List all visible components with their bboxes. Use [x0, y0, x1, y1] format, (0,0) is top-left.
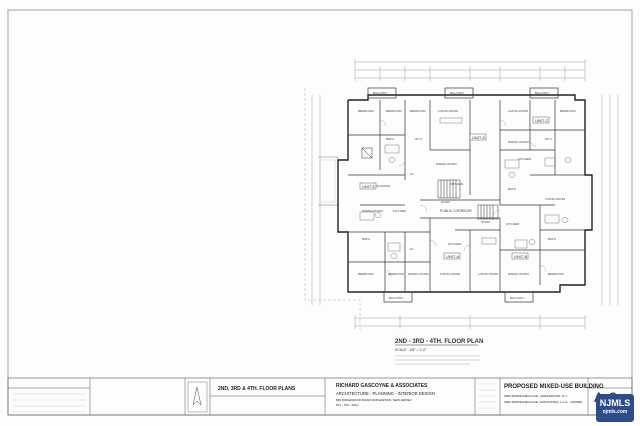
- room-label-living-5: LIVING ROOM: [478, 272, 499, 276]
- room-label-balcony-1: BALCONY: [373, 91, 387, 95]
- room-label-living-1: LIVING ROOM: [438, 109, 459, 113]
- room-label-stair-2: STAIR: [481, 220, 490, 224]
- stamp-box: [187, 381, 208, 413]
- firm-address: 806 RIDGEWOOD ROAD MAPLEWOOD, NEW JERSEY: [336, 398, 413, 402]
- interior-walls: [348, 100, 585, 292]
- room-label-dining-4: DINING ROOM: [408, 272, 429, 276]
- dimension-ticks: [354, 59, 586, 329]
- room-label-kitchen-4: KITCHEN: [448, 242, 461, 246]
- room-label-dining-1: DINING ROOM: [436, 162, 457, 166]
- unit-tags: [359, 116, 550, 260]
- njmls-watermark: NJMLS njmls.com: [596, 394, 634, 422]
- watermark-site: njmls.com: [602, 409, 628, 415]
- room-label-closet-2: CL.: [410, 247, 415, 251]
- drawing-title: 2ND, 3RD & 4TH. FLOOR PLANS: [218, 386, 296, 392]
- room-label-kitchen-5: KITCHEN: [506, 222, 519, 226]
- project-owner: 1866 SPRINGFIELD AVE. ASSOCIATES, L.L.C.…: [504, 400, 583, 404]
- site-line: [304, 88, 361, 330]
- project-address: 1866 SPRINGFIELD AVE., MAPLEWOOD, N.J.: [504, 394, 568, 398]
- room-label-living-6: LIVING ROOM: [545, 197, 566, 201]
- firm-name: RICHARD GASCOYNE & ASSOCIATES: [336, 383, 428, 389]
- unit-tag-d: UNIT-D: [472, 135, 485, 140]
- room-label-balcony-5: BALCONY: [510, 296, 524, 300]
- room-label-bedroom-6: BEDROOM: [388, 272, 404, 276]
- room-label-bedroom-4: BEDROOM: [560, 109, 576, 113]
- room-label-dining-5: DINING ROOM: [508, 272, 529, 276]
- firm-phone: 973 - 763 - 4412: [336, 403, 359, 407]
- room-label-wic-2: W.I.C.: [545, 137, 553, 141]
- room-label-kitchen-2: KITCHEN: [518, 157, 531, 161]
- room-label-bedroom-7: BEDROOM: [548, 272, 564, 276]
- room-label-closet-1: CL.: [410, 172, 415, 176]
- unit-tag-e: UNIT-E: [362, 184, 375, 189]
- room-label-living-3: LIVING ROOM: [370, 184, 391, 188]
- room-label-living-4: LIVING ROOM: [440, 272, 461, 276]
- room-label-dining-3: DINING ROOM: [362, 209, 383, 213]
- unit-tag-c: UNIT-C: [535, 118, 548, 123]
- watermark-brand: NJMLS: [599, 398, 631, 408]
- door-swings: [379, 119, 547, 277]
- room-label-bedroom-5: BEDROOM: [358, 272, 374, 276]
- plumbing-fixtures: [359, 117, 572, 259]
- room-label-bath-2: BATH: [508, 187, 516, 191]
- room-label-bedroom-2: BEDROOM: [386, 109, 402, 113]
- room-label-bedroom-3: BEDROOM: [410, 109, 426, 113]
- room-label-dining-2: DINING ROOM: [508, 140, 529, 144]
- plan-notes: [395, 355, 480, 365]
- room-label-bath-1: BATH: [386, 137, 394, 141]
- room-label-balcony-2: BALCONY: [450, 91, 464, 95]
- room-label-stair-1: STAIR: [441, 200, 450, 204]
- building-walls: [337, 94, 593, 293]
- project-title: PROPOSED MIXED-USE BUILDING: [504, 384, 604, 390]
- unit-tag-a: UNIT-A: [446, 254, 459, 259]
- revision-table-lines: [12, 383, 497, 413]
- room-label-kitchen-3: KITCHEN: [393, 209, 406, 213]
- room-label-bath-4: BATH: [548, 237, 556, 241]
- plan-title: 2ND - 3RD - 4TH. FLOOR PLAN: [395, 339, 483, 345]
- north-arrow-icon: [192, 386, 202, 406]
- unit-tag-b: UNIT-B: [514, 254, 527, 259]
- room-label-balcony-4: BALCONY: [389, 296, 403, 300]
- room-label-wic-1: W.I.C.: [415, 137, 423, 141]
- room-label-corridor: PUBLIC CORRIDOR: [440, 209, 472, 213]
- room-label-living-2: LIVING ROOM: [508, 109, 529, 113]
- dimension-lines: [311, 61, 619, 327]
- balconies: [367, 87, 559, 303]
- room-label-balcony-3: BALCONY: [535, 91, 549, 95]
- firm-services: ARCHITECTURE - PLANNING - INTERIOR DESIG…: [336, 391, 435, 396]
- title-block-dividers: [8, 378, 632, 415]
- room-label-bath-3: BATH: [362, 237, 370, 241]
- room-label-bedroom-1: BEDROOM: [358, 109, 374, 113]
- plan-scale: SCALE : 1/8" = 1'-0": [395, 348, 427, 352]
- stair-core: [361, 147, 499, 220]
- room-label-kitchen-1: KITCHEN: [450, 182, 463, 186]
